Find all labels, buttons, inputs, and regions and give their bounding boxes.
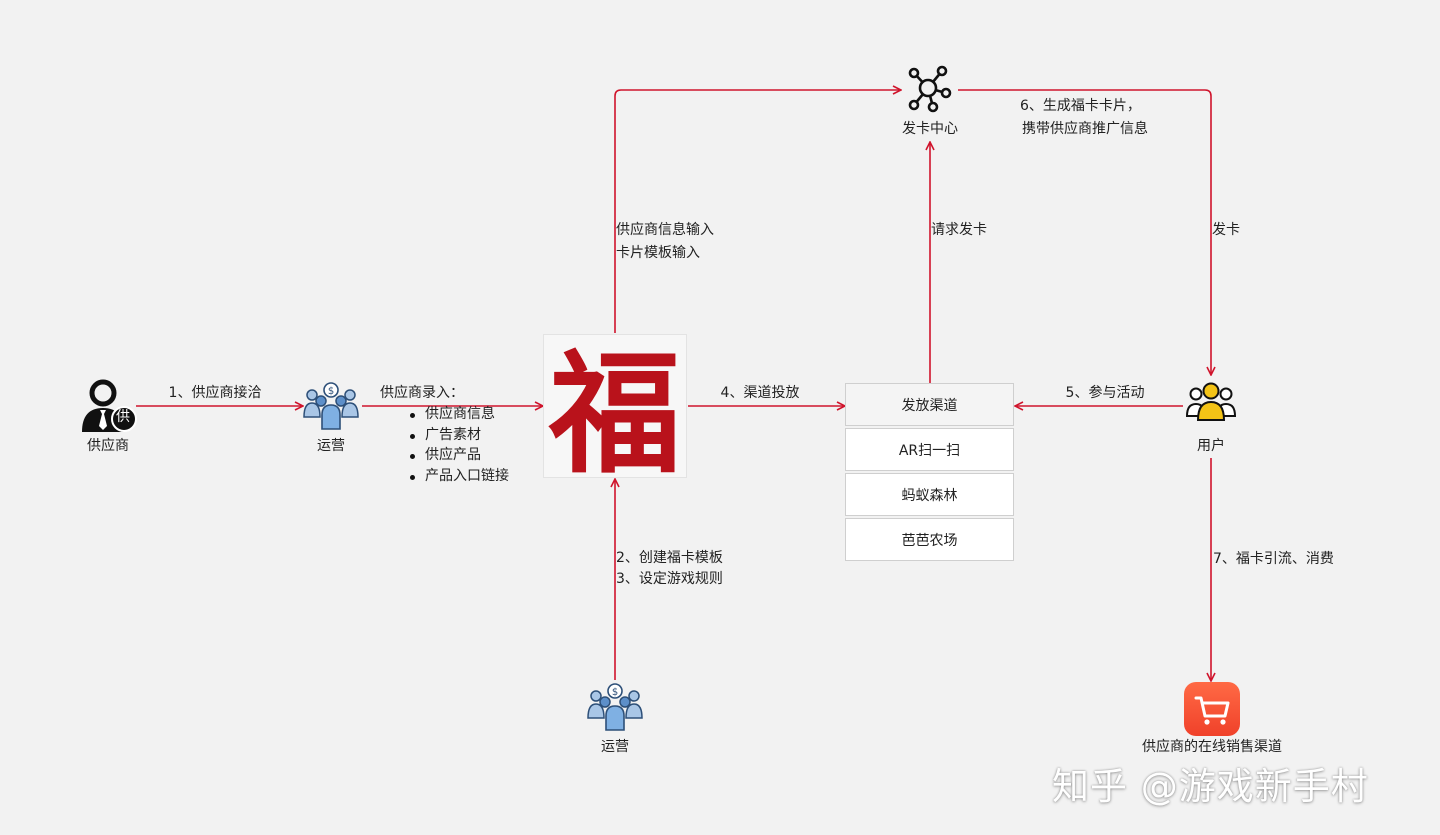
shopping-cart-icon bbox=[1184, 682, 1240, 736]
card-center-label: 发卡中心 bbox=[902, 121, 958, 137]
supplier-label: 供应商 bbox=[87, 438, 129, 454]
svg-text:$: $ bbox=[612, 687, 618, 698]
edge-label-upload-2: 卡片模板输入 bbox=[616, 245, 700, 261]
channel-item: 蚂蚁森林 bbox=[845, 473, 1014, 516]
edge-label-2: 2、创建福卡模板 bbox=[616, 550, 723, 566]
channel-table: 发放渠道 AR扫一扫 蚂蚁森林 芭芭农场 bbox=[845, 383, 1014, 563]
channel-header: 发放渠道 bbox=[845, 383, 1014, 426]
shop-label: 供应商的在线销售渠道 bbox=[1142, 739, 1282, 755]
entry-item: 广告素材 bbox=[410, 425, 509, 446]
svg-text:$: $ bbox=[328, 386, 334, 397]
entry-items-list: 供应商信息 广告素材 供应产品 产品入口链接 bbox=[410, 404, 509, 486]
operations-team-icon: $ bbox=[586, 682, 644, 732]
watermark: 知乎 @游戏新手村 bbox=[1052, 765, 1369, 808]
edge-label-6-line2: 携带供应商推广信息 bbox=[1022, 121, 1148, 137]
edge-label-4: 4、渠道投放 bbox=[720, 385, 800, 401]
edge-label-issue: 发卡 bbox=[1212, 222, 1240, 238]
edge-label-5: 5、参与活动 bbox=[1065, 385, 1145, 401]
supplier-badge: 供 bbox=[116, 409, 130, 425]
ops-bottom-label: 运营 bbox=[601, 739, 629, 755]
edge-label-6-line1: 6、生成福卡卡片， bbox=[1020, 98, 1141, 114]
edge-label-7: 7、福卡引流、消费 bbox=[1213, 551, 1334, 567]
arrow-fu-to-card-center bbox=[614, 90, 900, 333]
entry-title: 供应商录入： bbox=[380, 385, 464, 401]
entry-item: 供应产品 bbox=[410, 445, 509, 466]
supplier-icon bbox=[80, 378, 138, 434]
edge-label-1: 1、供应商接洽 bbox=[168, 385, 262, 401]
fu-character: 福 bbox=[548, 337, 681, 477]
entry-item: 供应商信息 bbox=[410, 404, 509, 425]
network-hub-icon bbox=[903, 63, 953, 113]
edge-label-3: 3、设定游戏规则 bbox=[616, 571, 723, 587]
entry-item: 产品入口链接 bbox=[410, 466, 509, 487]
channel-item: AR扫一扫 bbox=[845, 428, 1014, 471]
arrow-card-center-to-user bbox=[958, 89, 1211, 374]
fu-card-image: 福 bbox=[543, 334, 687, 492]
user-group-icon bbox=[1185, 380, 1237, 424]
ops-top-label: 运营 bbox=[317, 438, 345, 454]
operations-team-icon: $ bbox=[302, 381, 360, 431]
channel-item: 芭芭农场 bbox=[845, 518, 1014, 561]
edge-label-upload-1: 供应商信息输入 bbox=[616, 222, 714, 238]
user-label: 用户 bbox=[1197, 438, 1225, 454]
edge-label-request: 请求发卡 bbox=[931, 222, 987, 238]
